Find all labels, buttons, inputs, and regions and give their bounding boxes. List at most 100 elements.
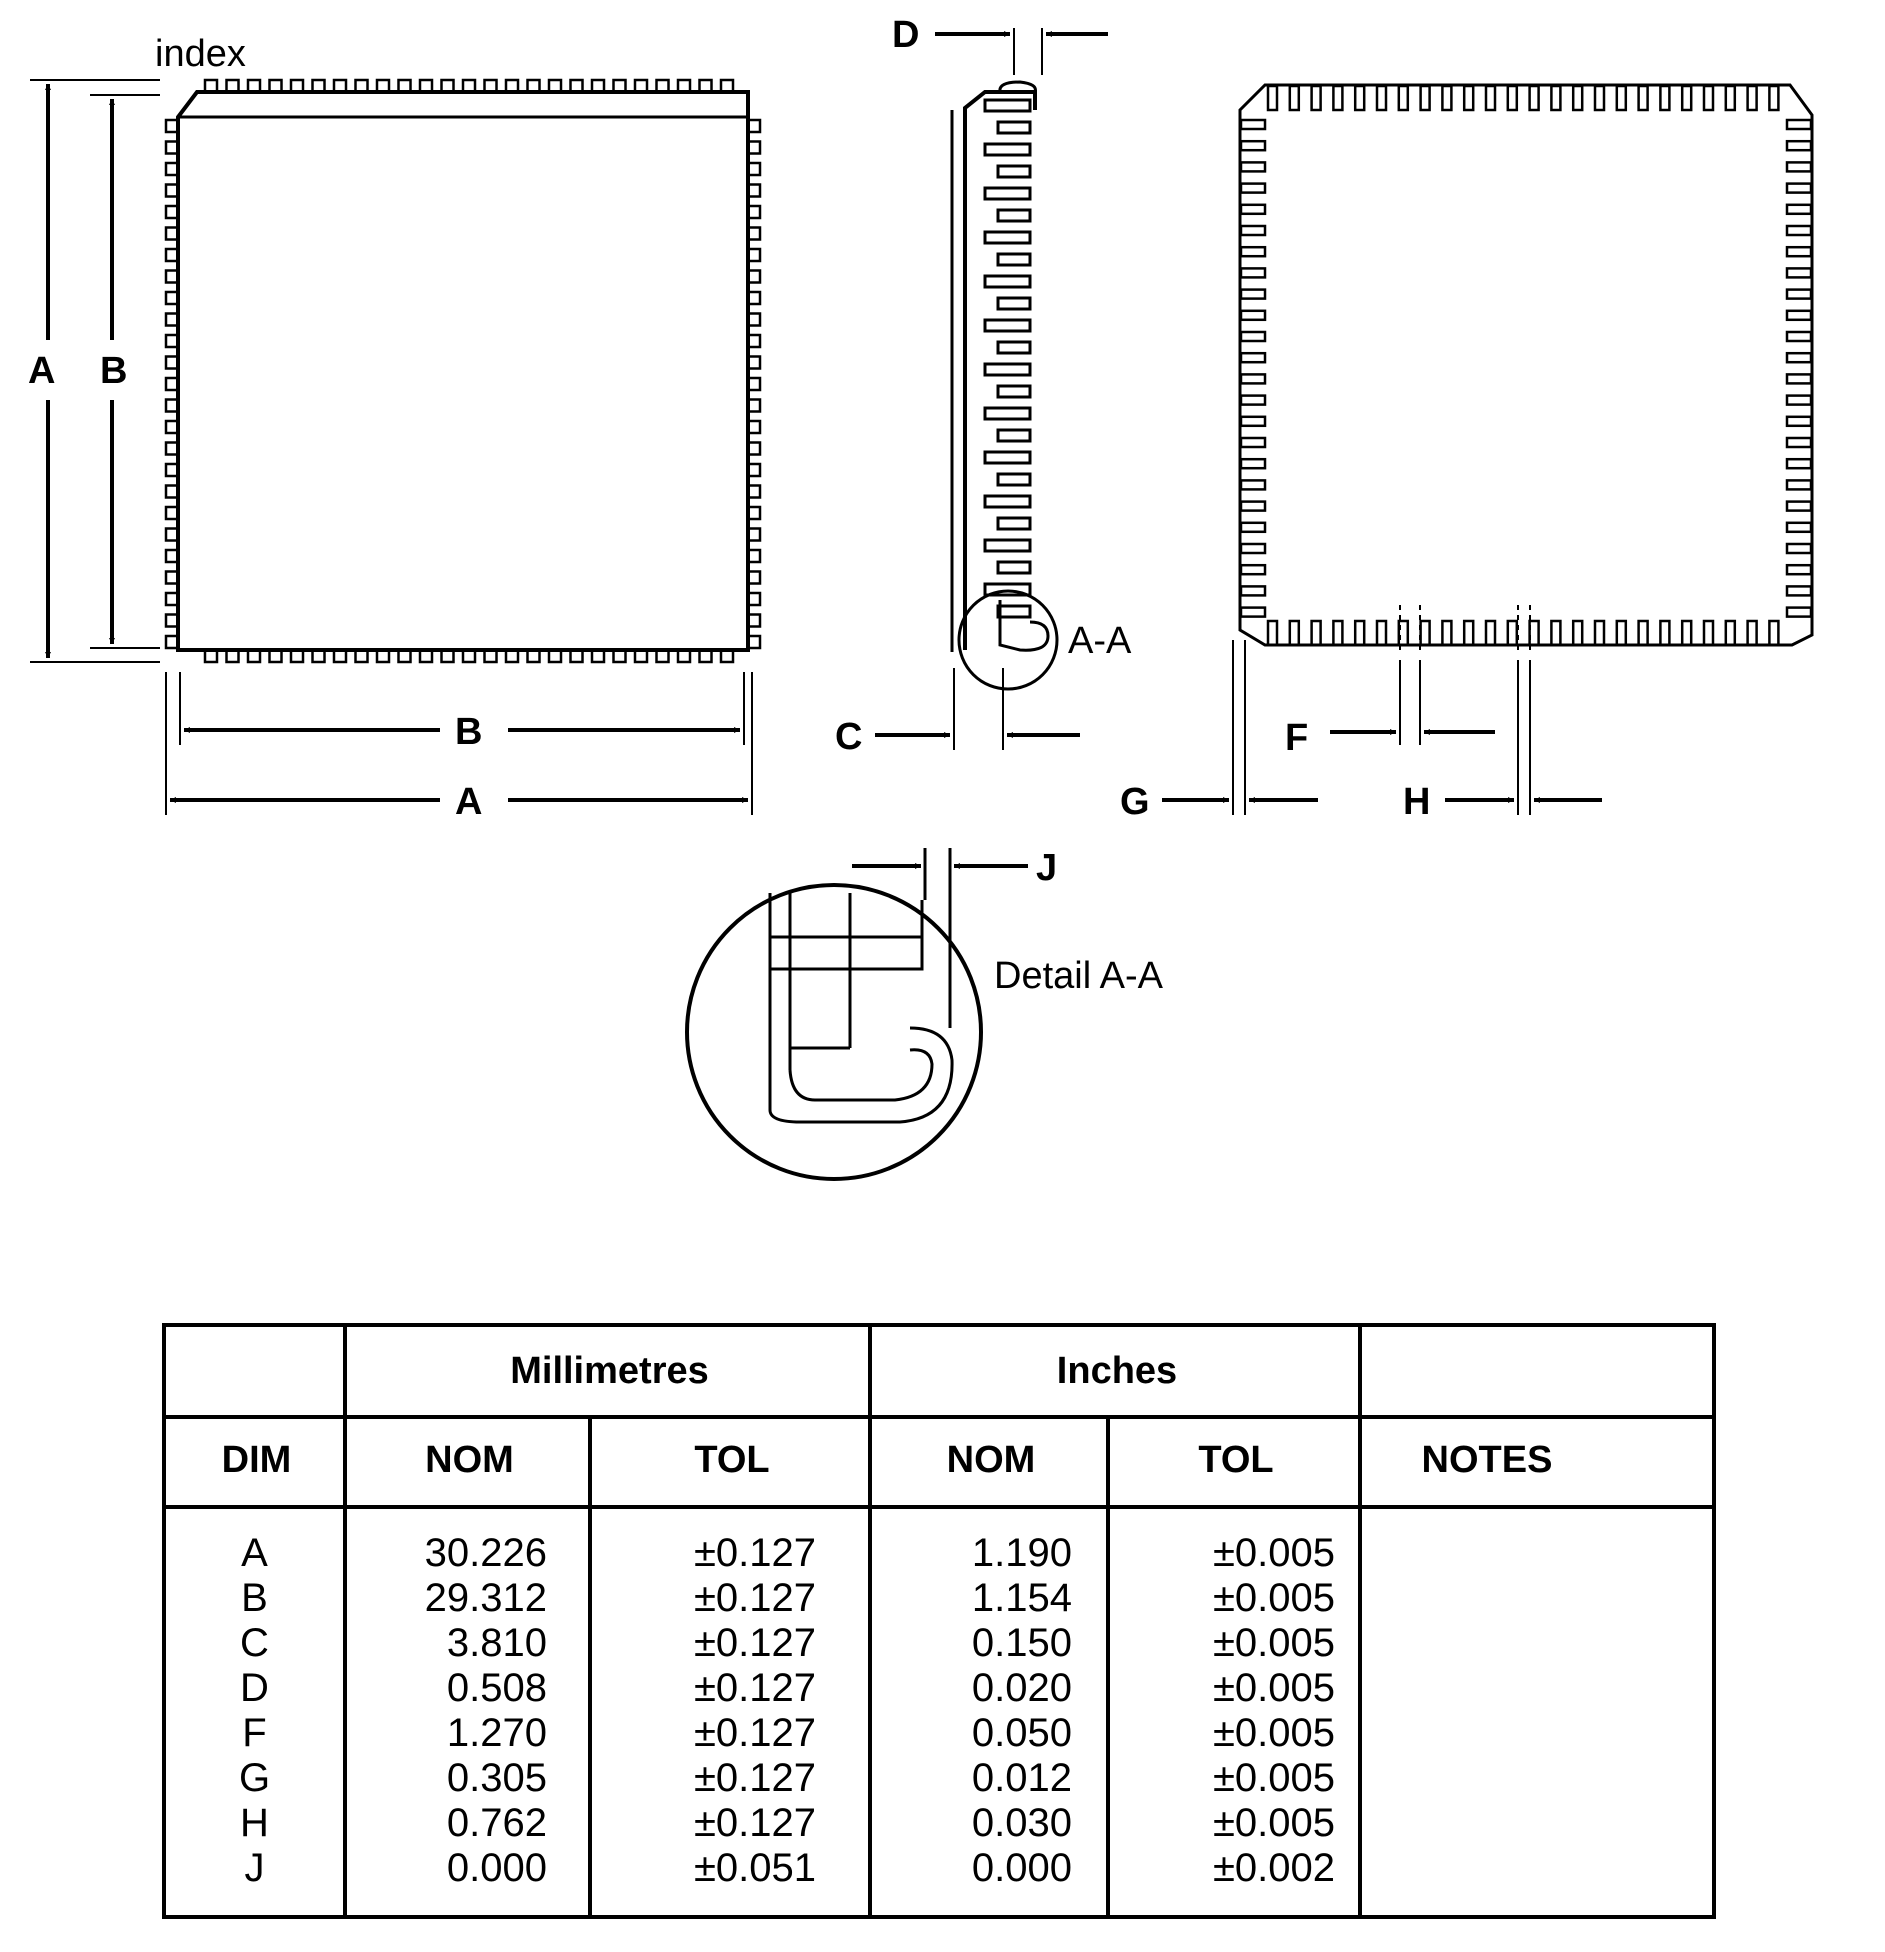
lead-pad xyxy=(1571,619,1584,647)
lead-pad xyxy=(1397,84,1410,112)
lead-pad xyxy=(983,142,1032,157)
lead-pad xyxy=(1785,500,1813,512)
lead-pad xyxy=(983,362,1032,377)
lead-pad xyxy=(1785,415,1813,428)
dim-c-label: C xyxy=(835,716,862,758)
lead-pad xyxy=(1785,288,1813,300)
lead-pad xyxy=(1353,619,1366,647)
side-view: A-A D C xyxy=(835,14,1132,758)
lead-pad xyxy=(1239,288,1267,300)
package-body-outline xyxy=(176,90,750,652)
table-cell-dim: A xyxy=(241,1531,268,1575)
lead-pad xyxy=(746,312,762,327)
table-cell-in-tol: ±0.005 xyxy=(1212,1756,1335,1800)
lead-pad xyxy=(504,78,520,94)
lead-pad xyxy=(164,591,180,607)
lead-pad xyxy=(996,252,1032,267)
lead-pad xyxy=(164,183,180,198)
dim-d-label: D xyxy=(892,14,919,56)
lead-pad xyxy=(164,226,180,241)
table-cell-in-tol: ±0.005 xyxy=(1212,1666,1335,1710)
lead-pad xyxy=(1593,619,1606,647)
lead-pad xyxy=(1746,619,1758,647)
lead-pad xyxy=(1353,84,1366,112)
lead-pad xyxy=(1785,351,1813,364)
lead-pad xyxy=(996,164,1032,179)
lead-pad xyxy=(612,648,627,664)
lead-pad xyxy=(746,161,762,177)
lead-pad xyxy=(983,406,1032,421)
table-cell-mm-nom: 0.305 xyxy=(446,1756,547,1800)
dimension-table: Millimetres Inches DIM NOM TOL NOM TOL N… xyxy=(162,1323,1716,1919)
lead-pad xyxy=(164,419,180,435)
j-lead-curl-inner xyxy=(788,1048,934,1102)
index-bevel-edge xyxy=(176,91,199,118)
lead-pad xyxy=(746,591,762,607)
lead-pad xyxy=(719,648,735,664)
lead-pad xyxy=(996,120,1032,135)
lead-pad xyxy=(1239,330,1267,343)
lead-pad xyxy=(996,560,1032,575)
lead-pad xyxy=(746,419,762,435)
lead-pad xyxy=(1785,203,1813,216)
lead-pad xyxy=(1239,457,1267,470)
lead-pad xyxy=(203,78,219,94)
lead-pad xyxy=(996,428,1032,443)
lead-pad xyxy=(246,648,262,664)
lead-pad xyxy=(633,648,649,664)
j-lead-top-hook xyxy=(998,80,1037,93)
table-column-divider xyxy=(588,1415,592,1915)
lead-pad xyxy=(268,648,283,664)
lead-pad xyxy=(547,78,563,94)
lead-pad xyxy=(1310,84,1322,112)
lead-pad xyxy=(983,230,1032,245)
table-cell-mm-tol: ±0.127 xyxy=(693,1801,816,1845)
bottom-view: F G H xyxy=(1120,83,1814,823)
lead-pad xyxy=(1239,373,1267,385)
table-cell-mm-nom: 3.810 xyxy=(446,1621,547,1665)
lead-pad xyxy=(246,78,262,94)
mm-tol-column: ±0.127±0.127±0.127±0.127±0.127±0.127±0.1… xyxy=(592,1531,816,1891)
lead-pad xyxy=(203,648,219,664)
lead-pad xyxy=(569,648,584,664)
dim-b-vertical-label: B xyxy=(100,350,127,392)
detail-a-a-label: Detail A-A xyxy=(994,955,1164,997)
table-cell-dim: C xyxy=(240,1621,269,1665)
lead-pad xyxy=(164,269,180,284)
lead-pad xyxy=(1615,619,1628,647)
table-cell-mm-tol: ±0.127 xyxy=(693,1711,816,1755)
table-group-header-row: Millimetres Inches xyxy=(166,1327,1712,1419)
lead-pad xyxy=(1785,118,1813,131)
table-cell-dim: J xyxy=(244,1846,265,1890)
lead-pad xyxy=(1239,351,1267,364)
lead-pad xyxy=(1239,118,1267,131)
lead-pad xyxy=(164,140,180,155)
table-cell-mm-nom: 0.762 xyxy=(446,1801,547,1845)
mm-nom-col-header: NOM xyxy=(425,1438,514,1481)
lead-pad xyxy=(418,648,434,664)
table-cell-mm-nom: 0.000 xyxy=(446,1846,547,1890)
lead-pad xyxy=(612,78,627,94)
lead-pad xyxy=(746,290,762,306)
dim-f-label: F xyxy=(1285,717,1308,759)
lead-pad xyxy=(676,648,692,664)
dim-h-label: H xyxy=(1403,781,1430,823)
table-cell-mm-tol: ±0.127 xyxy=(693,1666,816,1710)
table-column-divider xyxy=(868,1327,872,1915)
lead-pad xyxy=(996,296,1032,311)
lead-pad xyxy=(983,450,1032,465)
lead-pad xyxy=(526,78,541,94)
lead-pad xyxy=(746,226,762,241)
lead-pad xyxy=(746,247,762,263)
lead-pad xyxy=(746,118,762,134)
lead-pad xyxy=(1768,619,1780,647)
lead-pad xyxy=(164,118,180,134)
dim-a-horizontal-label: A xyxy=(455,781,482,823)
lead-pad xyxy=(1785,309,1813,322)
lead-pad xyxy=(1239,563,1267,576)
millimetres-header: Millimetres xyxy=(510,1349,709,1392)
in-nom-col-header: NOM xyxy=(946,1438,1036,1481)
lead-pad xyxy=(983,582,1032,597)
lead-pad xyxy=(1550,84,1562,112)
detail-circle xyxy=(685,883,983,1181)
